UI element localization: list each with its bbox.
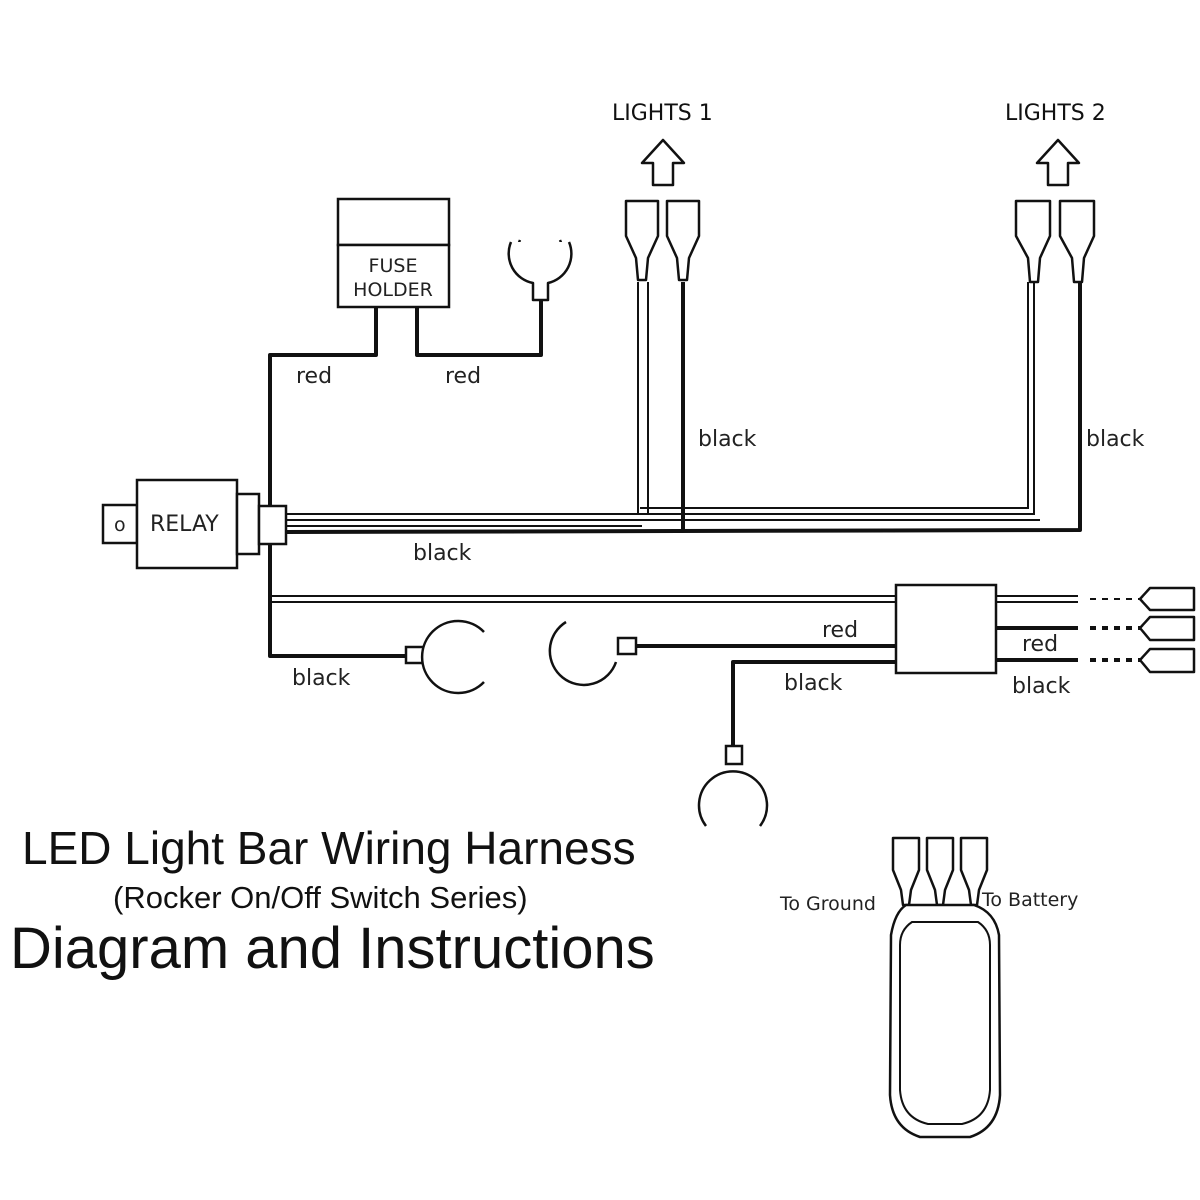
label-black-plug: black [1012,674,1071,699]
fuse-holder-label-2: HOLDER [353,279,433,301]
relay: o RELAY [101,478,288,570]
label-black-ground: black [292,666,351,691]
lights-2-label: LIGHTS 2 [1005,101,1106,126]
lights-1-label: LIGHTS 1 [612,101,713,126]
label-black-main: black [413,541,472,566]
label-red-switch: red [822,618,858,643]
switch-harness [270,595,896,748]
plug-terminals [1138,586,1196,674]
title-line-2: (Rocker On/Off Switch Series) [113,880,528,915]
lights-harness [285,282,1082,534]
ring-terminal-ground [404,619,485,695]
lights-1-arrow-icon [640,138,686,187]
rocker-switch [888,836,1002,1139]
wire-relay-ground [268,544,408,658]
title-line-3: Diagram and Instructions [10,916,655,981]
ring-terminal-fuse [507,239,573,302]
label-to-battery: To Battery [981,889,1078,911]
relay-pin-label: o [114,514,126,536]
ring-terminal-bottom [697,744,769,827]
label-red-fuse-ring: red [445,364,481,389]
label-red-plug: red [1022,632,1058,657]
plug-wires [996,595,1140,662]
lights-1-connector [624,199,701,282]
lights-2-connector [1014,199,1096,284]
label-black-switch: black [784,671,843,696]
title-line-1: LED Light Bar Wiring Harness [22,822,636,874]
wire-relay-to-fuse [268,307,378,506]
label-to-ground: To Ground [779,893,876,915]
lights-2-arrow-icon [1035,138,1081,187]
label-red-relay-fuse: red [296,364,332,389]
label-black-lights-2: black [1086,427,1145,452]
wire-fuse-to-ring [415,300,543,357]
ring-terminal-switch [548,620,638,687]
switch-connector-block [894,583,998,675]
fuse-holder: FUSE HOLDER [336,197,451,309]
fuse-holder-label-1: FUSE [369,255,418,277]
label-black-lights-1: black [698,427,757,452]
relay-label: RELAY [150,512,219,537]
